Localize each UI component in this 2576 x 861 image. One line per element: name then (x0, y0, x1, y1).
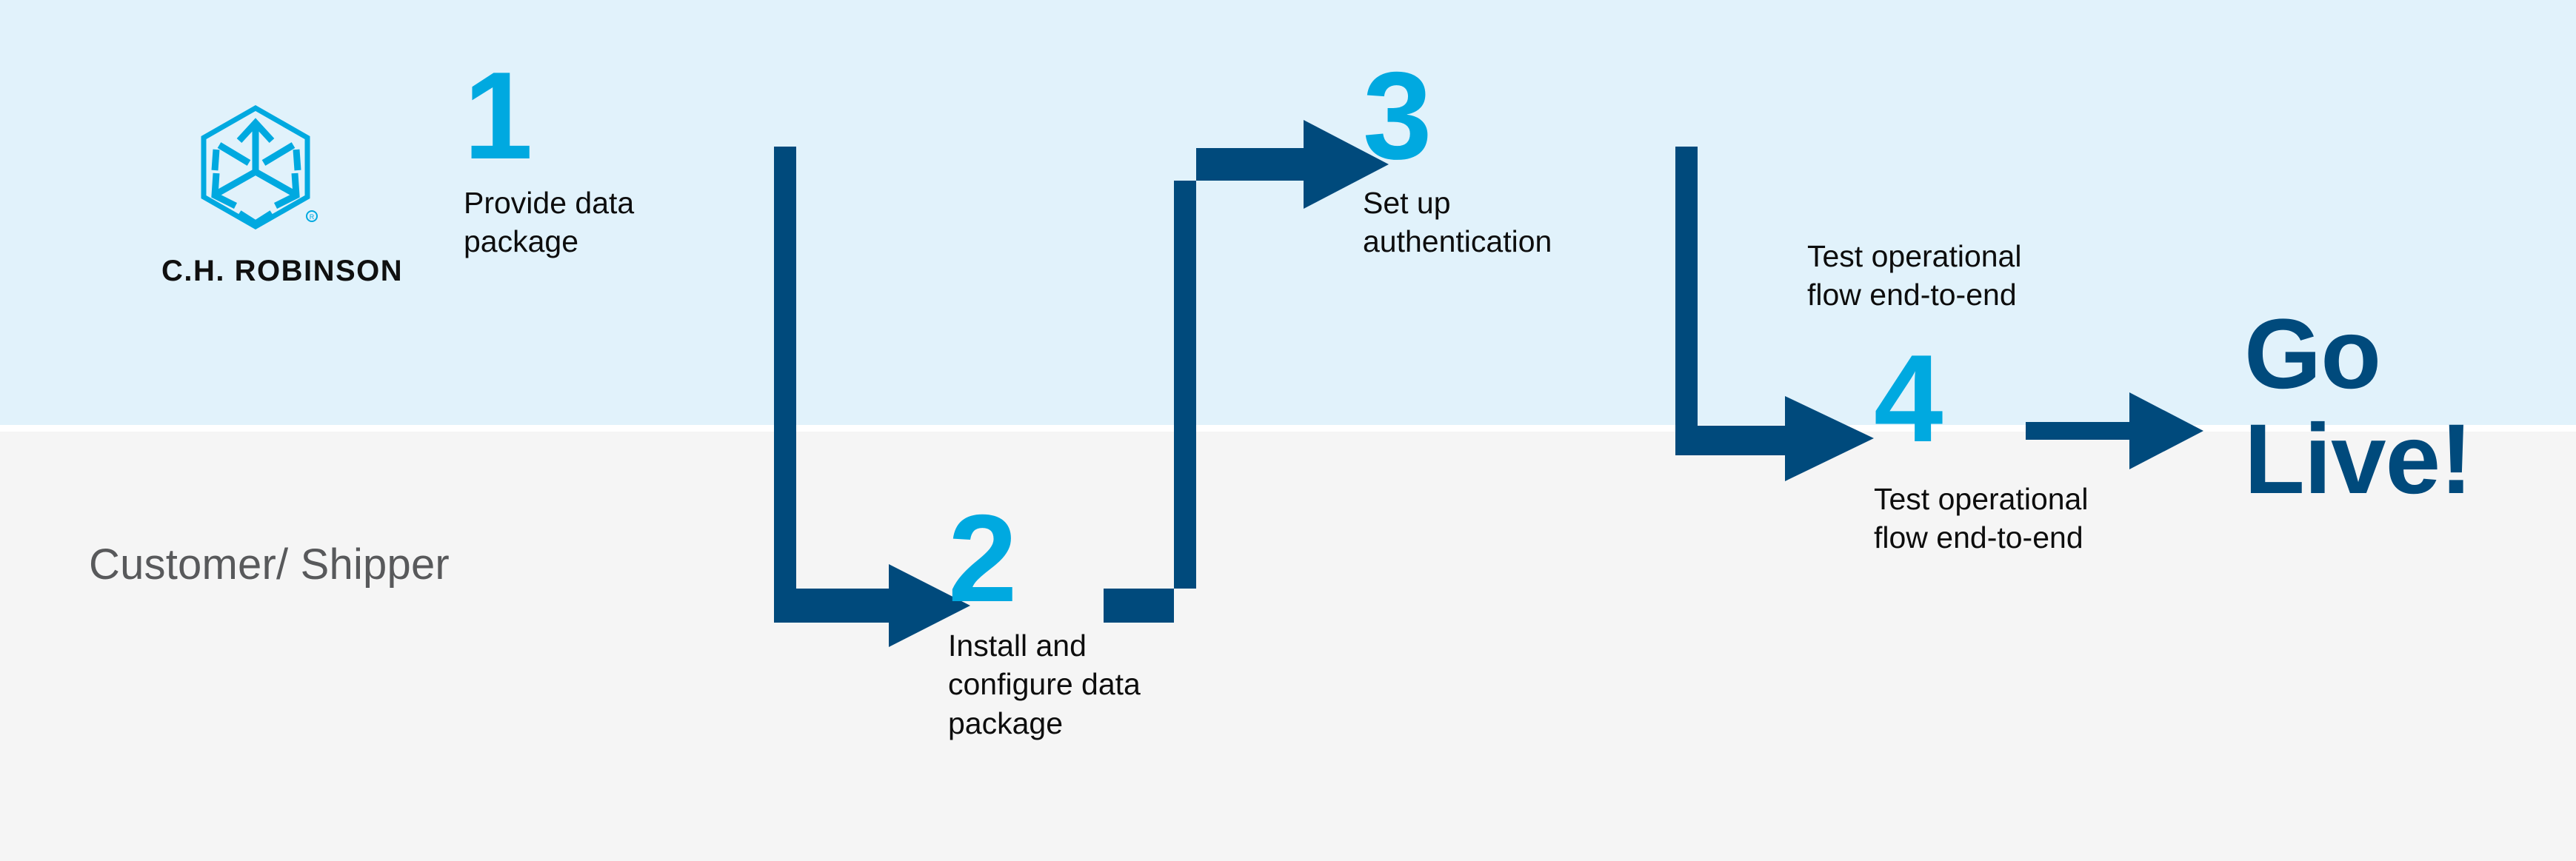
brand-wordmark: C.H. ROBINSON (161, 255, 404, 287)
band-customer-lane (0, 432, 2576, 861)
step-3-number: 3 (1363, 46, 1432, 185)
step-4-number: 4 (1874, 329, 1943, 468)
registered-trademark-icon: R (306, 210, 318, 222)
svg-text:R: R (310, 213, 315, 221)
step-1: 1 Provide data package (464, 46, 775, 261)
step-2: 2 Install and configure data package (948, 489, 1244, 743)
step-4: 4 Test operational flow end-to-end (1874, 329, 2185, 557)
go-live-label: Go Live! (2244, 299, 2473, 515)
step-2-label: Install and configure data package (948, 628, 1141, 740)
step-4-label: Test operational flow end-to-end (1874, 481, 2089, 555)
step-3-label: Set up authentication (1363, 185, 1552, 259)
brand-logo: R C.H. ROBINSON (161, 104, 404, 288)
band-chrobinson-lane (0, 0, 2576, 425)
step-2-number: 2 (948, 489, 1017, 628)
caption-test-operational-flow-upper: Test operational flow end-to-end (1807, 239, 2022, 312)
step-1-label: Provide data package (464, 185, 635, 259)
lane-label-customer-shipper: Customer/ Shipper (89, 540, 450, 589)
ch-robinson-cube-logo-icon: R (201, 104, 318, 230)
step-3: 3 Set up authentication (1363, 46, 1659, 261)
step-1-number: 1 (464, 46, 533, 185)
